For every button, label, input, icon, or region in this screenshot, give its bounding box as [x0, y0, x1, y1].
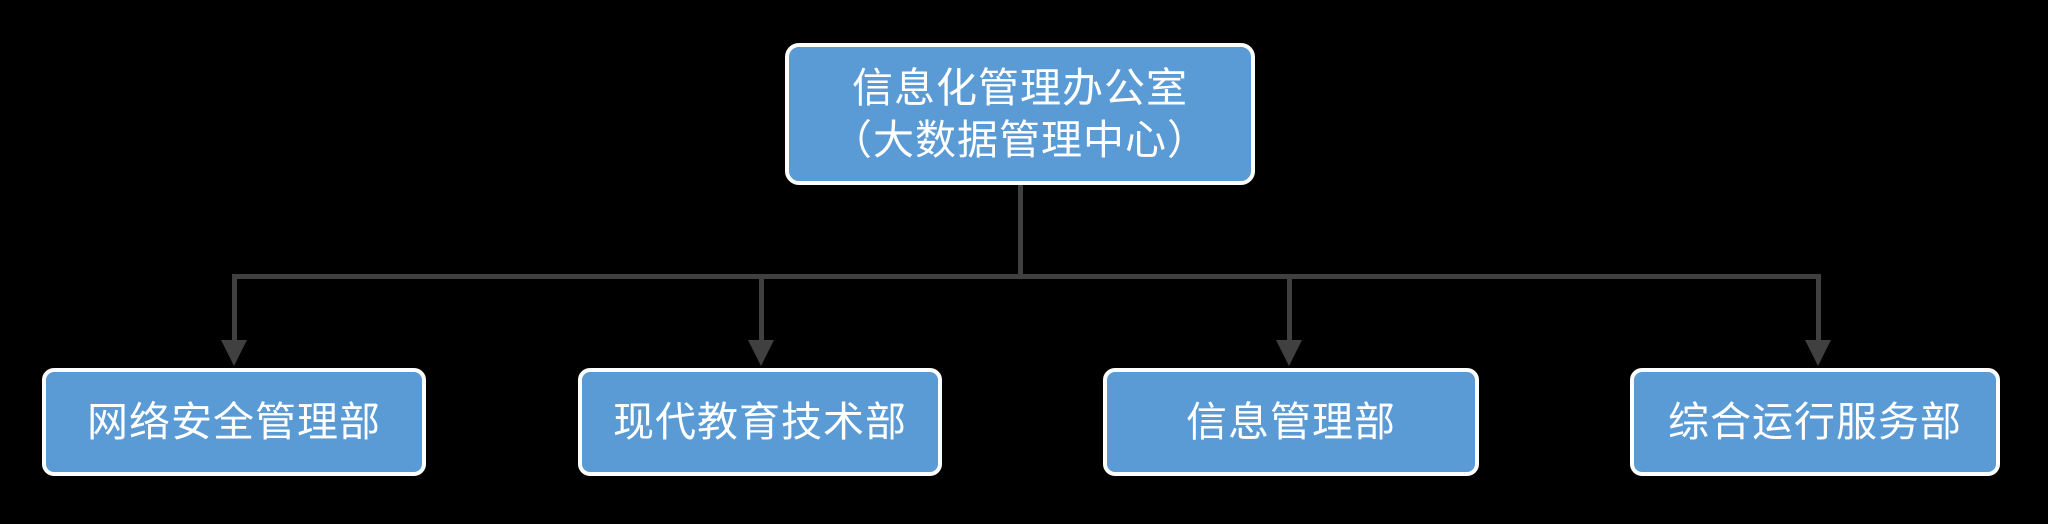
connector-drop-2 [759, 274, 764, 348]
org-node-root-label: 信息化管理办公室 （大数据管理中心） [831, 64, 1209, 163]
org-node-root[interactable]: 信息化管理办公室 （大数据管理中心） [785, 43, 1255, 185]
arrow-head-4-icon [1805, 340, 1831, 366]
org-node-child-4-label: 综合运行服务部 [1668, 398, 1962, 445]
arrow-head-2-icon [748, 340, 774, 366]
org-node-child-4[interactable]: 综合运行服务部 [1630, 368, 2000, 476]
connector-drop-3 [1287, 274, 1292, 348]
connector-drop-4 [1816, 274, 1821, 348]
connector-horizontal-bus [232, 274, 1821, 279]
org-node-child-2[interactable]: 现代教育技术部 [578, 368, 942, 476]
connector-drop-1 [232, 274, 237, 348]
arrow-head-1-icon [221, 340, 247, 366]
org-node-child-3-label: 信息管理部 [1186, 398, 1396, 445]
connector-root-stem [1018, 185, 1023, 279]
arrow-head-3-icon [1276, 340, 1302, 366]
org-node-child-2-label: 现代教育技术部 [613, 398, 907, 445]
org-node-child-1[interactable]: 网络安全管理部 [42, 368, 426, 476]
org-node-child-3[interactable]: 信息管理部 [1103, 368, 1479, 476]
org-node-child-1-label: 网络安全管理部 [87, 398, 381, 445]
